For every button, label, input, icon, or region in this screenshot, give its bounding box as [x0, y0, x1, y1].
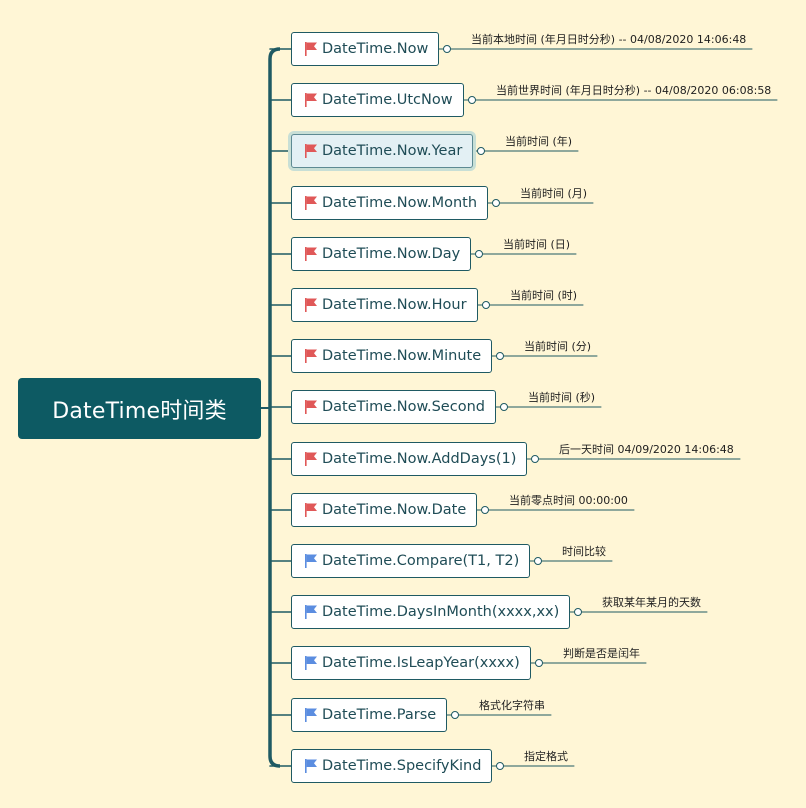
subtopic-note: 当前时间 (分) [524, 340, 592, 353]
subtopic-label: DateTime.Parse [322, 707, 437, 723]
collapse-handle[interactable] [443, 45, 451, 53]
subtopic-note: 当前时间 (秒) [528, 391, 596, 404]
flag-icon [305, 298, 317, 312]
flag-icon [305, 656, 317, 670]
subtopic-label: DateTime.Now.Month [322, 195, 478, 211]
collapse-handle[interactable] [500, 403, 508, 411]
subtopic-node[interactable]: DateTime.Now.Minute [291, 339, 493, 373]
collapse-handle[interactable] [534, 557, 542, 565]
subtopic-node[interactable]: DateTime.Now.Month [291, 186, 489, 220]
subtopic-node[interactable]: DateTime.Now.Date [291, 493, 478, 527]
flag-icon [305, 247, 317, 261]
subtopic-node[interactable]: DateTime.Now.Day [291, 237, 472, 271]
subtopic-note: 格式化字符串 [479, 699, 545, 712]
flag-icon [305, 196, 317, 210]
subtopic-label: DateTime.UtcNow [322, 92, 453, 108]
subtopic-node[interactable]: DateTime.SpecifyKind [291, 749, 493, 783]
subtopic-node[interactable]: DateTime.Compare(T1, T2) [291, 544, 531, 578]
subtopic-label: DateTime.Now.AddDays(1) [322, 451, 517, 467]
subtopic-label: DateTime.IsLeapYear(xxxx) [322, 655, 520, 671]
subtopic-label: DateTime.Now.Second [322, 399, 485, 415]
collapse-handle[interactable] [535, 659, 543, 667]
root-topic[interactable]: DateTime时间类 [18, 378, 261, 439]
flag-icon [305, 759, 317, 773]
flag-icon [305, 42, 317, 56]
collapse-handle[interactable] [496, 762, 504, 770]
collapse-handle[interactable] [574, 608, 582, 616]
subtopic-node[interactable]: DateTime.DaysInMonth(xxxx,xx) [291, 595, 571, 629]
subtopic-node[interactable]: DateTime.Now.Year [291, 134, 474, 168]
collapse-handle[interactable] [482, 301, 490, 309]
collapse-handle[interactable] [468, 96, 476, 104]
flag-icon [305, 400, 317, 414]
subtopic-note: 当前世界时间 (年月日时分秒) -- 04/08/2020 06:08:58 [496, 84, 772, 97]
subtopic-note: 当前时间 (月) [520, 187, 588, 200]
subtopic-node[interactable]: DateTime.IsLeapYear(xxxx) [291, 646, 531, 680]
subtopic-note: 当前时间 (日) [503, 238, 571, 251]
subtopic-node[interactable]: DateTime.Now.Second [291, 390, 496, 424]
subtopic-note: 判断是否是闰年 [563, 647, 640, 660]
subtopic-note: 当前本地时间 (年月日时分秒) -- 04/08/2020 14:06:48 [471, 33, 747, 46]
flag-icon [305, 349, 317, 363]
subtopic-label: DateTime.SpecifyKind [322, 758, 482, 774]
subtopic-label: DateTime.Now.Year [322, 143, 463, 159]
subtopic-label: DateTime.Now.Day [322, 246, 461, 262]
collapse-handle[interactable] [496, 352, 504, 360]
flag-icon [305, 93, 317, 107]
collapse-handle[interactable] [475, 250, 483, 258]
subtopic-note: 获取某年某月的天数 [602, 596, 701, 609]
flag-icon [305, 144, 317, 158]
subtopic-node[interactable]: DateTime.Now.Hour [291, 288, 478, 322]
root-topic-label: DateTime时间类 [52, 398, 227, 424]
subtopic-note: 当前时间 (年) [505, 135, 573, 148]
subtopic-label: DateTime.Now.Minute [322, 348, 482, 364]
flag-icon [305, 708, 317, 722]
flag-icon [305, 503, 317, 517]
collapse-handle[interactable] [492, 199, 500, 207]
subtopic-label: DateTime.DaysInMonth(xxxx,xx) [322, 604, 560, 620]
collapse-handle[interactable] [531, 455, 539, 463]
collapse-handle[interactable] [451, 711, 459, 719]
subtopic-note: 指定格式 [524, 750, 568, 763]
collapse-handle[interactable] [477, 147, 485, 155]
flag-icon [305, 554, 317, 568]
subtopic-note: 后一天时间 04/09/2020 14:06:48 [559, 443, 734, 456]
subtopic-node[interactable]: DateTime.UtcNow [291, 83, 464, 117]
subtopic-label: DateTime.Compare(T1, T2) [322, 553, 520, 569]
subtopic-node[interactable]: DateTime.Now.AddDays(1) [291, 442, 528, 476]
subtopic-node[interactable]: DateTime.Now [291, 32, 440, 66]
subtopic-label: DateTime.Now.Date [322, 502, 467, 518]
subtopic-note: 当前时间 (时) [510, 289, 578, 302]
collapse-handle[interactable] [481, 506, 489, 514]
subtopic-label: DateTime.Now [322, 41, 429, 57]
flag-icon [305, 605, 317, 619]
subtopic-note: 时间比较 [562, 545, 606, 558]
subtopic-node[interactable]: DateTime.Parse [291, 698, 448, 732]
flag-icon [305, 452, 317, 466]
subtopic-label: DateTime.Now.Hour [322, 297, 467, 313]
subtopic-note: 当前零点时间 00:00:00 [509, 494, 628, 507]
